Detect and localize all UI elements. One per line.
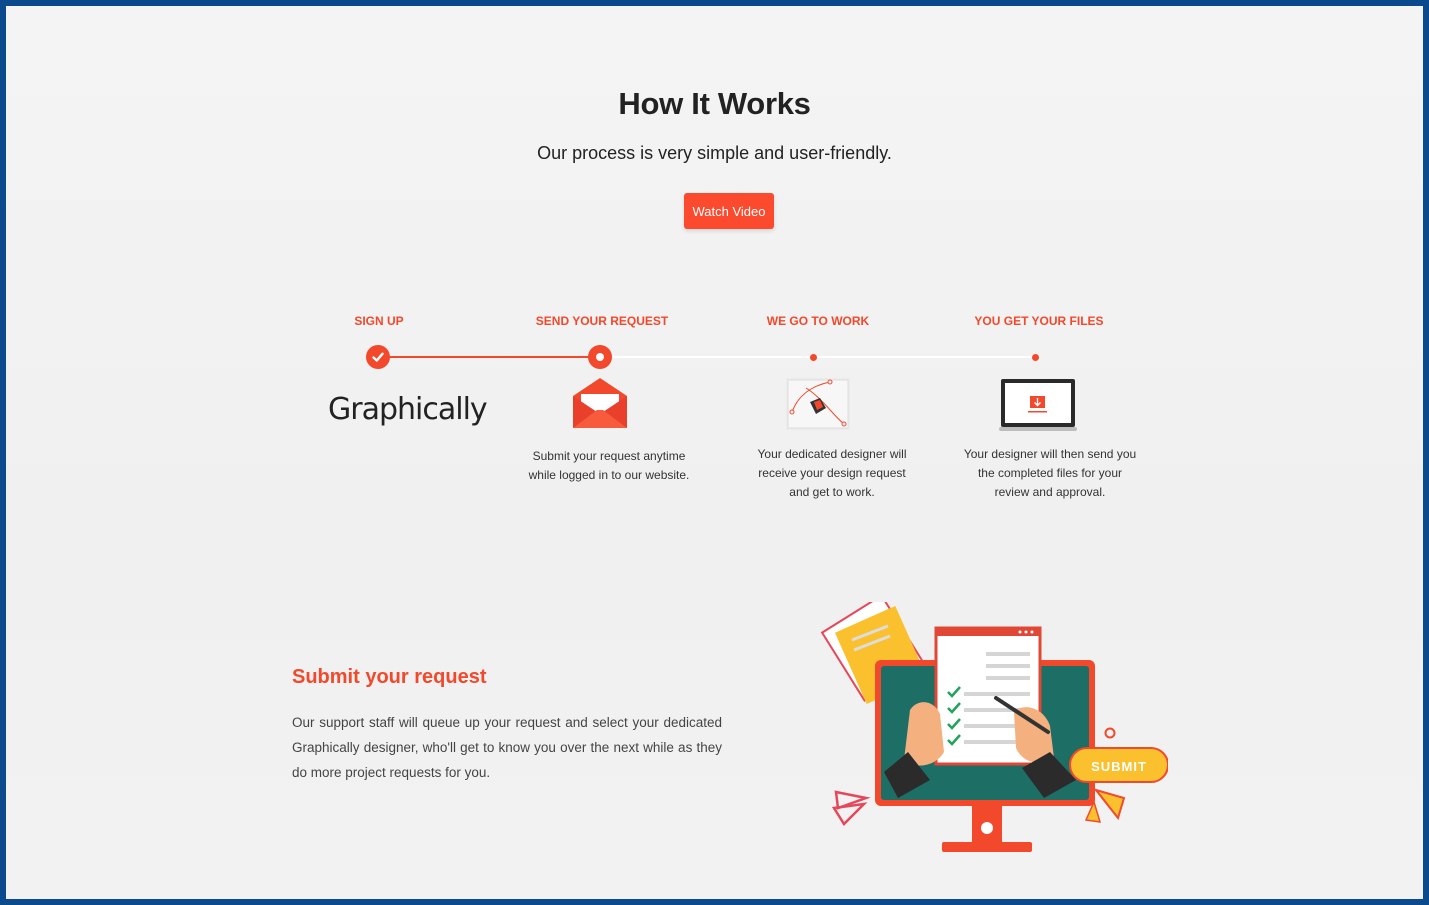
step-2-current-marker — [588, 345, 612, 369]
step-1-complete-marker — [366, 345, 390, 369]
submit-request-illustration: SUBMIT — [820, 602, 1168, 852]
step-label-sign-up: SIGN UP — [354, 314, 404, 328]
graphically-logo: Graphically — [328, 392, 488, 427]
step-4-marker — [1032, 354, 1039, 361]
step-3-description: Your dedicated designer will receive you… — [757, 447, 907, 499]
pen-tool-icon — [786, 378, 850, 430]
hands-icon — [884, 696, 1076, 798]
progress-line-remaining — [612, 356, 1036, 358]
page-subtitle: Our process is very simple and user-frie… — [537, 143, 892, 163]
how-it-works-section: How It Works Our process is very simple … — [6, 6, 1423, 899]
decorative-triangle-icon — [1093, 788, 1126, 821]
decorative-circle-icon — [1104, 727, 1116, 739]
page-title: How It Works — [618, 86, 811, 121]
detail-title: Submit your request — [292, 666, 487, 688]
submit-badge-icon: SUBMIT — [1069, 747, 1168, 783]
envelope-icon — [573, 378, 627, 428]
step-2-description: Submit your request anytime while logged… — [528, 449, 690, 482]
current-step-dot — [596, 353, 604, 361]
submit-badge-label: SUBMIT — [1091, 759, 1147, 774]
step-label-send-request: SEND YOUR REQUEST — [535, 314, 669, 328]
progress-line-complete — [390, 356, 600, 358]
check-icon — [372, 352, 384, 362]
laptop-download-icon — [999, 379, 1077, 431]
detail-body: Our support staff will queue up your req… — [292, 715, 722, 780]
step-4-description: Your designer will then send you the com… — [963, 447, 1137, 499]
step-label-we-go-to-work: WE GO TO WORK — [766, 314, 870, 328]
step-label-get-files: YOU GET YOUR FILES — [974, 314, 1104, 328]
step-3-marker — [810, 354, 817, 361]
watch-video-button[interactable]: Watch Video — [684, 193, 774, 229]
decorative-arrow-icon — [834, 790, 871, 810]
